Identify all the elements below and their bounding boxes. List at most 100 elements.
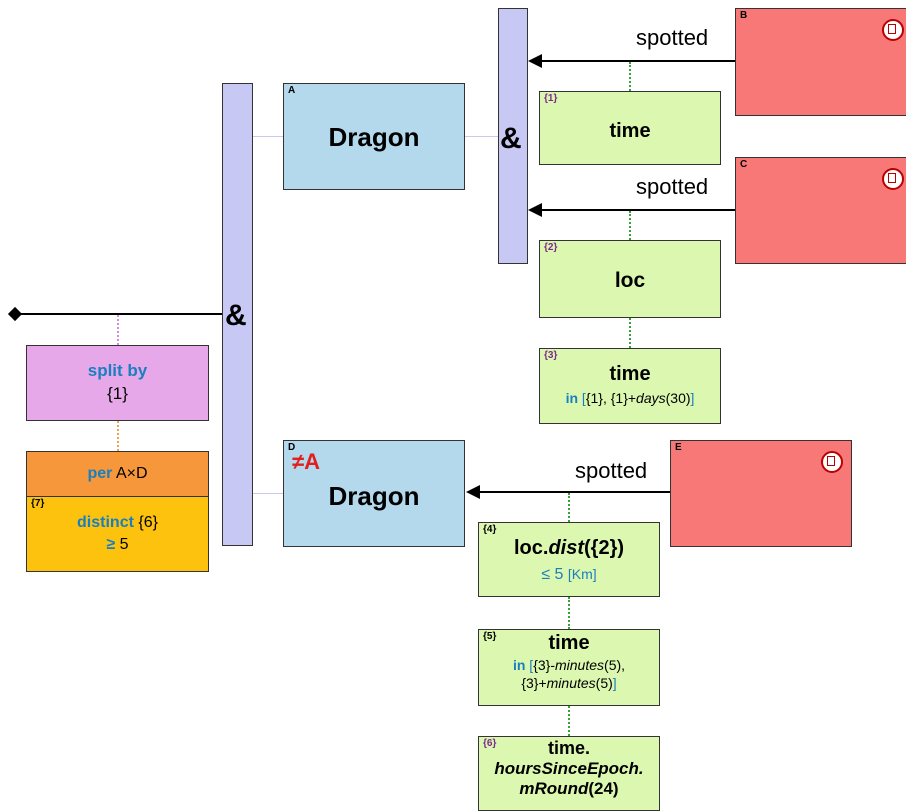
attribute-index: {1}	[544, 93, 558, 104]
in-keyword: in	[565, 390, 579, 406]
document-icon	[821, 451, 843, 473]
expr-args: (24)	[588, 779, 619, 798]
main-and-bar: &	[222, 83, 253, 546]
open-bracket: [	[581, 390, 586, 406]
relation-b[interactable]: B	[735, 8, 906, 116]
attribute-loc-2[interactable]: {2} loc	[539, 240, 721, 318]
condition-unit: [Km]	[567, 566, 597, 582]
open-bracket: [	[529, 657, 534, 673]
b-arrow-line	[540, 60, 735, 62]
range-fn: minutes	[546, 675, 596, 691]
upper-and-bar: &	[498, 8, 528, 264]
entity-d[interactable]: D ≠A Dragon	[283, 440, 465, 547]
b-arrowhead	[528, 54, 542, 68]
condition-cmp: ≤ 5	[541, 566, 564, 583]
entity-a-id: A	[288, 85, 296, 96]
entity-a-name: Dragon	[328, 122, 420, 152]
relation-b-label: spotted	[636, 25, 709, 50]
in-keyword: in	[512, 657, 526, 673]
distinct-box[interactable]: {7} distinct {6} ≥ 5	[26, 496, 209, 572]
attribute-name: time	[609, 363, 651, 385]
attribute-index: {4}	[483, 524, 497, 535]
distinct-value: {6}	[138, 514, 158, 531]
main-and-symbol: &	[225, 299, 247, 332]
root-diamond	[7, 306, 23, 322]
attribute-name: time	[548, 632, 590, 654]
c-attr-dotted-line	[629, 211, 631, 240]
attribute-range-line2: {3}+minutes(5)]	[479, 675, 659, 691]
distinct-row: distinct {6}	[27, 514, 208, 532]
attribute-name: time	[609, 120, 651, 142]
split-per-dotted-line	[117, 421, 119, 451]
split-keyword: split by	[87, 361, 148, 380]
expr-fn: dist	[548, 537, 584, 559]
condition-value: 5	[119, 536, 129, 553]
attribute-index: {2}	[544, 242, 558, 253]
range-args: (5),	[604, 657, 626, 673]
per-keyword: per	[87, 465, 113, 482]
attribute-time-round-6[interactable]: {6} time. hoursSinceEpoch. mRound(24)	[478, 736, 660, 811]
e-arrowhead	[466, 485, 480, 499]
e-arrow-line	[478, 491, 670, 493]
per-value: A×D	[115, 465, 148, 482]
relation-c[interactable]: C	[735, 157, 906, 264]
relation-c-label: spotted	[636, 174, 709, 199]
range-fn: minutes	[555, 657, 605, 673]
range-fn: days	[636, 390, 666, 406]
entity-a[interactable]: A Dragon	[283, 83, 465, 190]
split-value: {1}	[107, 384, 128, 403]
root-connector-line	[14, 313, 224, 315]
document-icon	[882, 168, 904, 190]
c-arrow-line	[540, 209, 735, 211]
expr-fn: mRound	[519, 779, 589, 798]
expr-args: ({2})	[584, 537, 625, 559]
b-attr-dotted-line	[629, 62, 631, 91]
range-body: {1}, {1}+	[585, 390, 637, 406]
main-and-to-a-line	[253, 136, 283, 137]
root-split-dotted-line	[117, 315, 119, 345]
attribute-time-5[interactable]: {5} time in [{3}-minutes(5), {3}+minutes…	[478, 629, 660, 706]
distinct-condition: ≥ 5	[27, 536, 208, 554]
per-row: per A×D	[27, 465, 208, 483]
expr-line2: hoursSinceEpoch.	[494, 759, 644, 778]
attribute-loc-dist-4[interactable]: {4} loc.dist({2}) ≤ 5 [Km]	[478, 522, 660, 597]
close-bracket: ]	[690, 390, 695, 406]
attribute-time-1[interactable]: {1} time	[539, 91, 721, 165]
per-box[interactable]: per A×D	[26, 451, 209, 497]
relation-b-id: B	[740, 10, 748, 21]
attr5-attr6-dotted-line	[568, 706, 570, 736]
attribute-name: loc	[614, 269, 646, 292]
e-attr-dotted-line	[568, 493, 570, 522]
attribute-condition: ≤ 5 [Km]	[479, 566, 659, 584]
relation-c-id: C	[740, 159, 748, 170]
upper-and-symbol: &	[500, 122, 522, 155]
entity-d-id: D	[288, 442, 296, 453]
close-bracket: ]	[612, 675, 617, 691]
range-args: (30)	[665, 390, 691, 406]
split-by-box[interactable]: split by {1}	[26, 345, 209, 421]
attribute-range: in [{1}, {1}+days(30)]	[540, 390, 720, 406]
c-arrowhead	[528, 203, 542, 217]
attribute-time-3[interactable]: {3} time in [{1}, {1}+days(30)]	[539, 348, 721, 424]
range-body: {3}+	[521, 675, 547, 691]
loc-time-dotted-line	[629, 318, 631, 348]
relation-e-label: spotted	[575, 458, 648, 483]
expr-line3: mRound(24)	[479, 779, 659, 799]
attribute-range-line1: in [{3}-minutes(5),	[479, 657, 659, 673]
document-icon	[882, 19, 904, 41]
attribute-index: {5}	[483, 631, 497, 642]
expr-line1: time.	[547, 738, 590, 758]
distinct-keyword: distinct	[77, 514, 134, 531]
attribute-expr: loc.dist({2})	[479, 537, 659, 560]
range-body: {3}-	[533, 657, 555, 673]
a-to-and-line	[465, 136, 498, 137]
condition-cmp: ≥	[106, 536, 116, 553]
main-and-to-d-line	[253, 493, 283, 494]
entity-d-constraint: ≠A	[292, 449, 320, 474]
relation-e-id: E	[675, 442, 682, 453]
entity-d-name: Dragon	[328, 481, 420, 511]
attr4-attr5-dotted-line	[568, 597, 570, 629]
relation-e[interactable]: E	[670, 440, 852, 547]
attribute-index: {3}	[544, 350, 558, 361]
range-args: (5)	[595, 675, 613, 691]
